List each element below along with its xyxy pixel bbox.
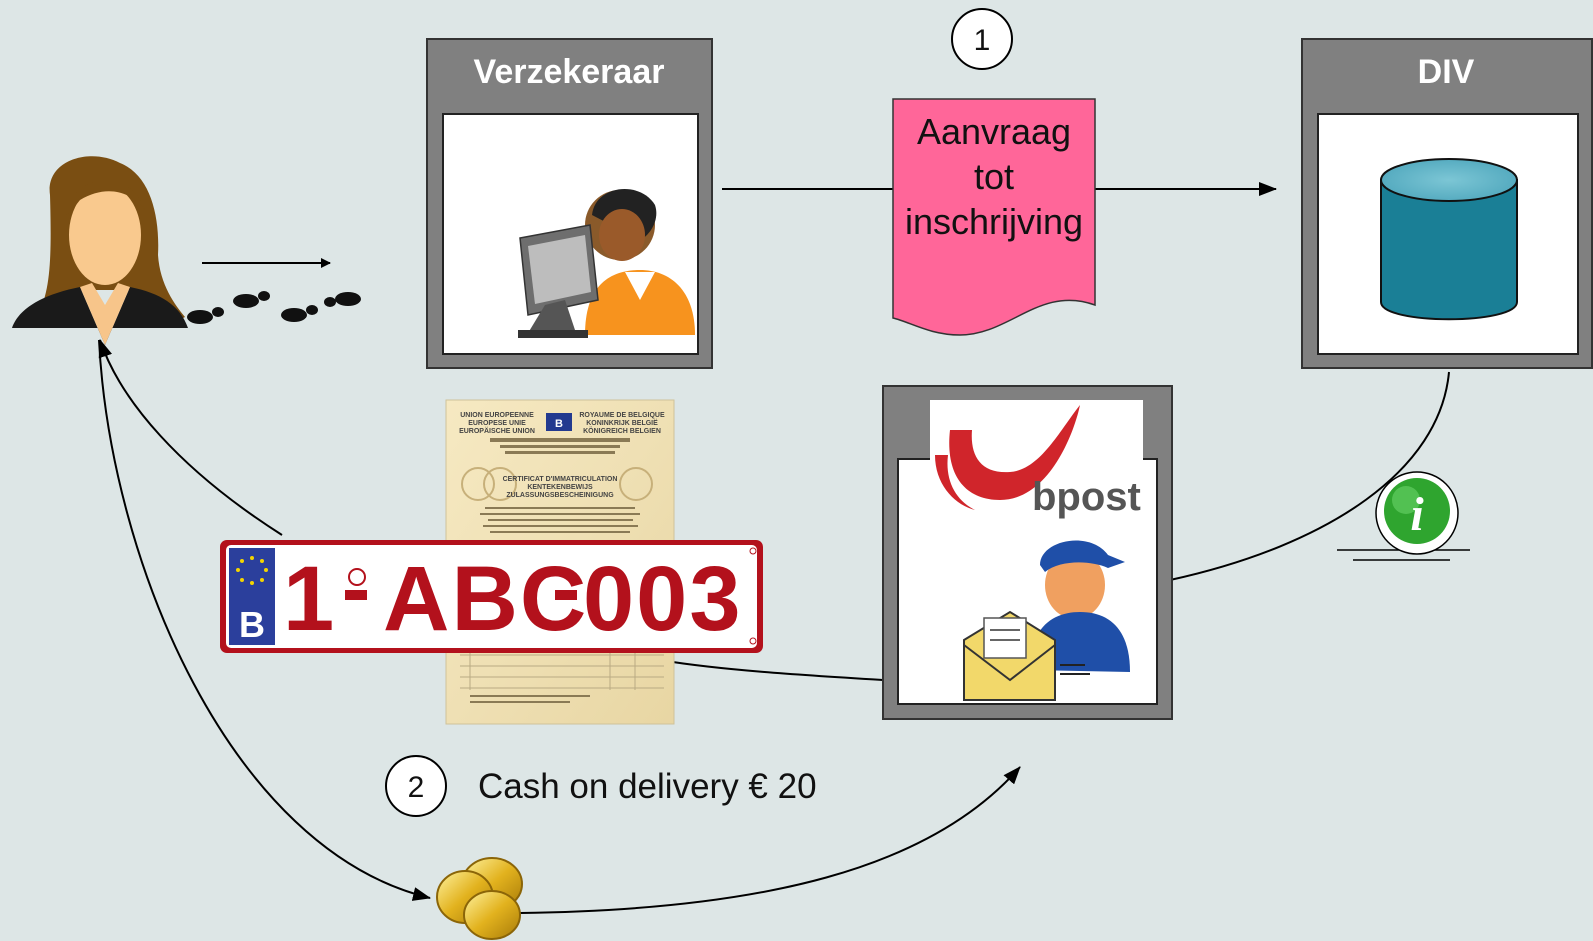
cert-header-left: UNION EUROPEENNE [460, 412, 534, 419]
bpost-box: bpost [882, 385, 1173, 720]
svg-text:B: B [555, 418, 563, 430]
insurer-box: Verzekeraar [426, 38, 713, 369]
footsteps-icon [187, 258, 361, 324]
person-to-coins-arrow [98, 339, 431, 901]
svg-text:i: i [1410, 488, 1424, 541]
bpost-to-certificate-line [659, 659, 884, 681]
cert-header-left-3: EUROPÄISCHE UNION [459, 427, 535, 435]
computer-operator-icon [518, 188, 695, 338]
bpost-logo-text: bpost [1032, 475, 1141, 519]
request-line-3: inschrijving [905, 201, 1083, 242]
bpost-logo: bpost [930, 400, 1143, 519]
cert-header-left-2: EUROPESE UNIE [468, 420, 526, 427]
payment-label: Cash on delivery € 20 [478, 767, 817, 806]
div-to-bpost-curve [1169, 371, 1450, 581]
plate-country-code: B [239, 604, 265, 645]
license-plate: B 1 ABC 003 [220, 540, 763, 653]
mail-carrier-icon [963, 540, 1130, 701]
plate-number-part-2: ABC [383, 548, 588, 650]
person-icon [12, 156, 188, 345]
step-1-number: 1 [974, 24, 991, 57]
cert-header-right: ROYAUME DE BELGIQUE [579, 412, 665, 419]
request-line-2: tot [974, 156, 1014, 197]
coins-to-bpost-arrow [519, 766, 1021, 914]
div-box: DIV [1301, 38, 1593, 369]
cert-title-2: KENTEKENBEWIJS [527, 484, 593, 491]
info-icon: i [1337, 471, 1470, 561]
registration-request-document: Aanvraag tot inschrijving [892, 98, 1096, 336]
cert-header-right-2: KONINKRIJK BELGIË [586, 419, 658, 427]
euro-coins-icon [436, 857, 523, 940]
database-icon [1380, 158, 1518, 321]
cert-title-3: ZULASSUNGSBESCHEINIGUNG [506, 492, 614, 499]
cert-title-1: CERTIFICAT D'IMMATRICULATION [503, 476, 618, 483]
step-2-number: 2 [408, 771, 425, 804]
connectors [98, 182, 1450, 914]
plate-number-part-3: 003 [583, 548, 743, 650]
request-line-1: Aanvraag [917, 111, 1071, 152]
cert-header-right-3: KÖNIGREICH BELGIEN [583, 426, 661, 435]
insurer-title: Verzekeraar [474, 53, 665, 91]
step-1-badge: 1 [951, 8, 1013, 70]
plate-number-part-1: 1 [283, 548, 336, 650]
step-2-badge: 2 [385, 755, 447, 817]
plate-to-person-arrow [98, 339, 283, 536]
div-title: DIV [1418, 53, 1475, 91]
